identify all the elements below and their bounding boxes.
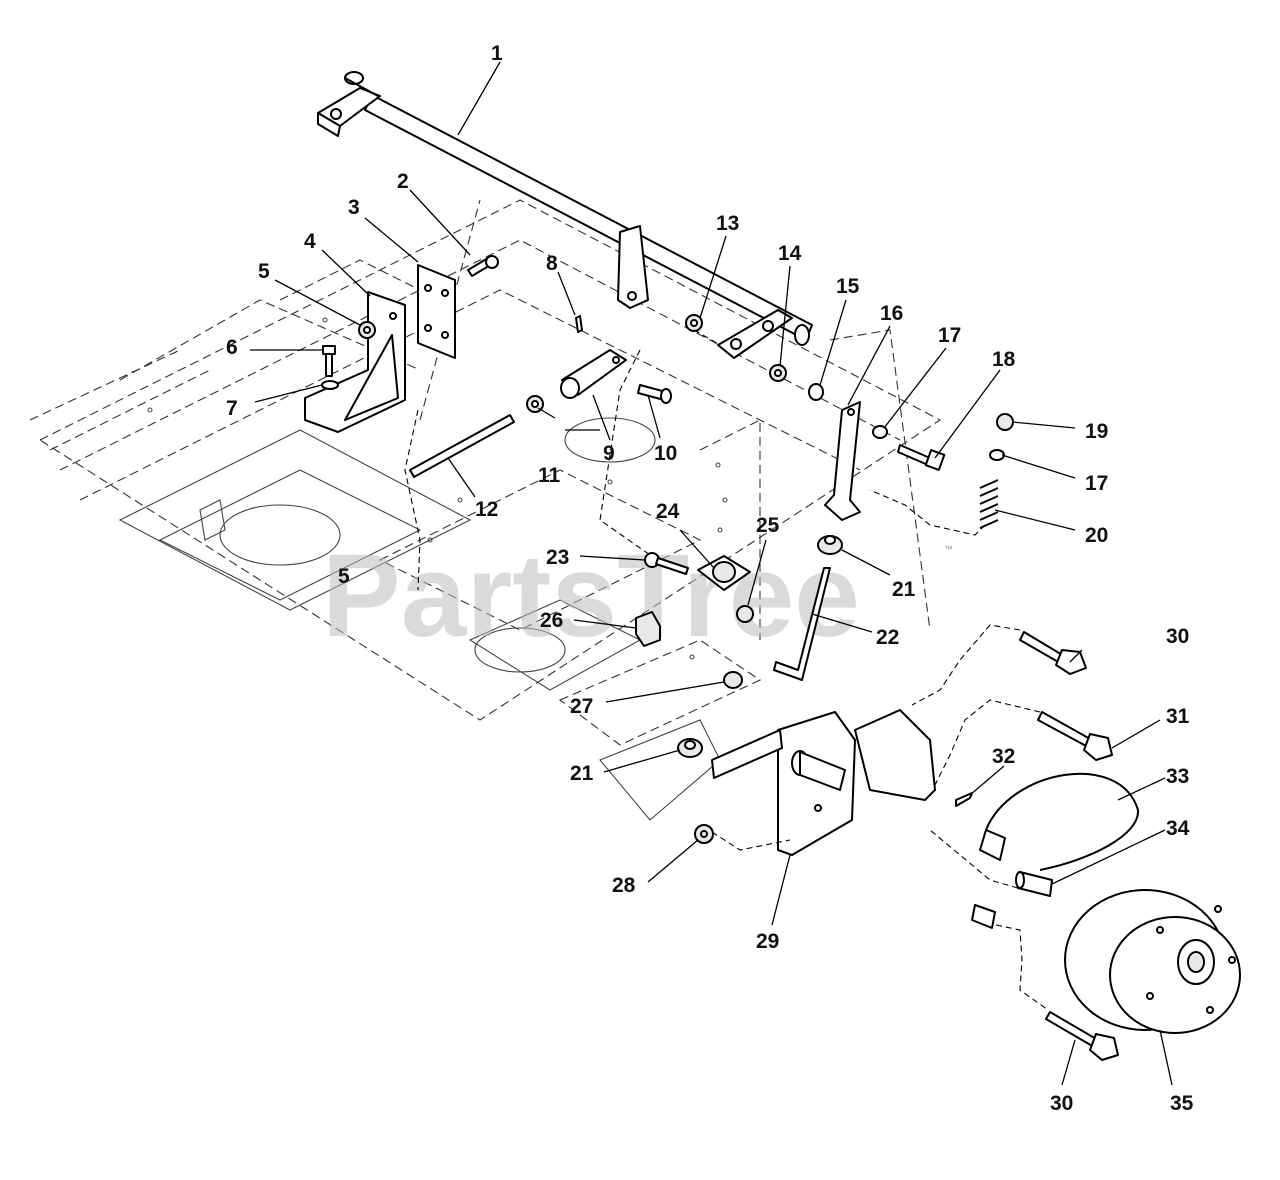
part-6-bolt	[322, 345, 336, 377]
callout-7: 7	[226, 397, 238, 420]
callout-1: 1	[491, 42, 503, 65]
callout-30-lower: 30	[1050, 1092, 1073, 1115]
callout-28: 28	[612, 874, 636, 897]
callout-9: 9	[603, 442, 615, 465]
callout-21-upper: 21	[892, 578, 916, 601]
part-28-nut	[694, 824, 714, 844]
part-14-nut	[769, 364, 787, 382]
part-32-cotter-pin	[955, 792, 973, 807]
part-17-washer-upper	[872, 425, 888, 439]
part-4-bracket	[304, 291, 406, 433]
callout-6: 6	[226, 336, 238, 359]
part-33-brake-band	[979, 772, 1140, 871]
part-15-spacer	[808, 383, 824, 401]
part-2-bolt	[467, 255, 499, 277]
callout-29: 29	[756, 930, 779, 953]
part-1-shaft	[317, 71, 813, 359]
part-5-nut-upper	[358, 321, 376, 339]
watermark: PartsTree	[322, 530, 860, 662]
part-17-washer-lower	[989, 449, 1005, 461]
part-27-spacer	[723, 671, 743, 689]
callout-26: 26	[540, 609, 563, 632]
callout-19: 19	[1085, 420, 1108, 443]
callout-5-upper: 5	[258, 260, 270, 283]
callout-32: 32	[992, 745, 1015, 768]
callout-16: 16	[880, 302, 903, 325]
callout-25: 25	[756, 514, 780, 537]
callout-24: 24	[656, 500, 680, 523]
assembly-lines	[404, 329, 1049, 1011]
frame-holes	[147, 317, 728, 660]
part-19-nut	[996, 413, 1014, 431]
callout-23: 23	[546, 546, 569, 569]
callout-10: 10	[654, 442, 677, 465]
part-10-pin	[637, 384, 672, 404]
callout-17-upper: 17	[938, 324, 961, 347]
part-23-bolt	[644, 552, 689, 575]
callout-12: 12	[475, 498, 498, 521]
callout-17-lower: 17	[1085, 472, 1108, 495]
part-3-plate	[417, 264, 456, 359]
leader-lines	[250, 61, 1173, 1086]
callout-33: 33	[1166, 765, 1189, 788]
part-30-bolt-upper	[1019, 631, 1087, 675]
part-26-block	[635, 611, 661, 647]
callout-11: 11	[538, 464, 561, 487]
part-34-pin	[971, 871, 1053, 929]
part-31-bolt	[1037, 711, 1113, 761]
callout-22: 22	[876, 626, 899, 649]
callout-15: 15	[836, 275, 860, 298]
callout-4: 4	[304, 230, 316, 253]
trademark-symbol: ™	[944, 544, 953, 554]
callout-2: 2	[397, 170, 409, 193]
part-9-clevis	[560, 349, 627, 399]
part-25-nut	[736, 605, 754, 623]
callout-21-lower: 21	[570, 762, 594, 785]
callout-14: 14	[778, 242, 802, 265]
callout-31: 31	[1166, 705, 1190, 728]
part-22-j-rod	[773, 567, 831, 681]
callout-8: 8	[546, 252, 558, 275]
part-16-lever-arm	[824, 401, 861, 521]
part-8-pin	[575, 315, 583, 333]
callout-34: 34	[1166, 817, 1190, 840]
part-21-collar-upper	[817, 535, 843, 555]
part-20-spring	[869, 479, 999, 536]
callouts: 1 2 3 4 5 6 7 8 9 10 11 12 13 14 15 16 1…	[226, 42, 1194, 1115]
part-13-nut	[685, 314, 703, 332]
part-21-collar-lower	[677, 738, 703, 758]
part-12-threaded-rod	[409, 414, 515, 478]
callout-13: 13	[716, 212, 739, 235]
callout-5-lower: 5	[338, 565, 350, 588]
callout-30-upper: 30	[1166, 625, 1189, 648]
callout-20: 20	[1085, 524, 1108, 547]
part-29-mounting-plate	[711, 709, 936, 856]
callout-18: 18	[992, 348, 1016, 371]
part-35-clutch	[1064, 889, 1241, 1034]
callout-27: 27	[570, 695, 593, 718]
part-7-washer	[321, 380, 339, 390]
part-18-bolt	[897, 444, 946, 471]
callout-3: 3	[348, 196, 360, 219]
part-30-bolt-lower	[1045, 1011, 1119, 1061]
callout-35: 35	[1170, 1092, 1194, 1115]
